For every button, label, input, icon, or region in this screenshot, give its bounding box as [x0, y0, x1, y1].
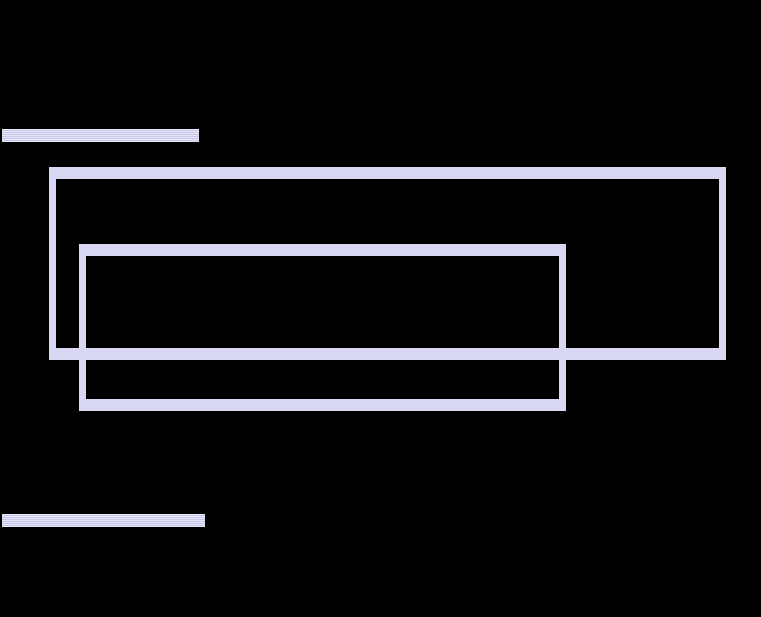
outer-frame-outline [49, 167, 726, 360]
lower-ledge-platform [2, 514, 205, 527]
inner-frame-outline [79, 244, 566, 411]
upper-ledge-platform [2, 129, 199, 142]
